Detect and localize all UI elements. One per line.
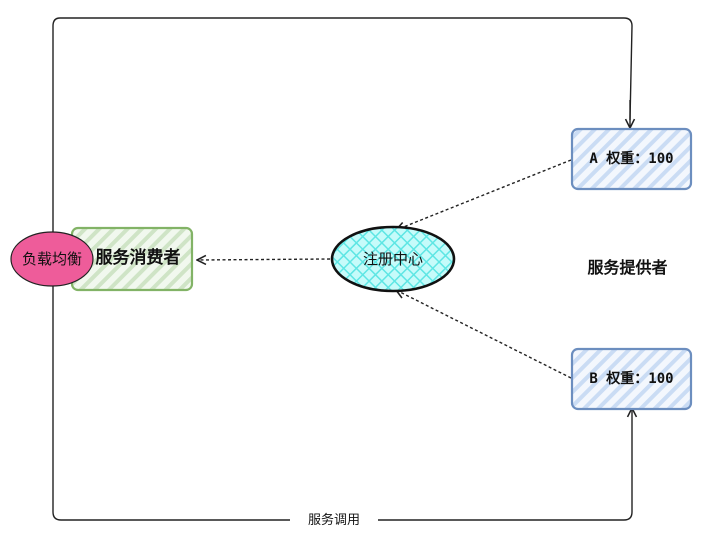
arrow-registry-to-consumer	[197, 259, 331, 260]
provider-b-label: B 权重：100	[589, 371, 674, 387]
registry-label: 注册中心	[362, 250, 423, 268]
consumer-label: 服务消费者	[95, 248, 181, 268]
provider-b-box	[570, 347, 693, 411]
registry-ellipse	[330, 225, 456, 293]
load-balancer-label: 负载均衡	[21, 250, 82, 268]
arrow-a-to-registry	[396, 159, 572, 230]
arrow-b-to-registry	[396, 290, 572, 379]
provider-a-label: A 权重：100	[589, 151, 674, 167]
providers-group-label: 服务提供者	[587, 258, 668, 277]
service-call-label: 服务调用	[290, 512, 378, 530]
load-balancer-ellipse	[10, 231, 94, 287]
provider-a-box	[570, 127, 693, 191]
